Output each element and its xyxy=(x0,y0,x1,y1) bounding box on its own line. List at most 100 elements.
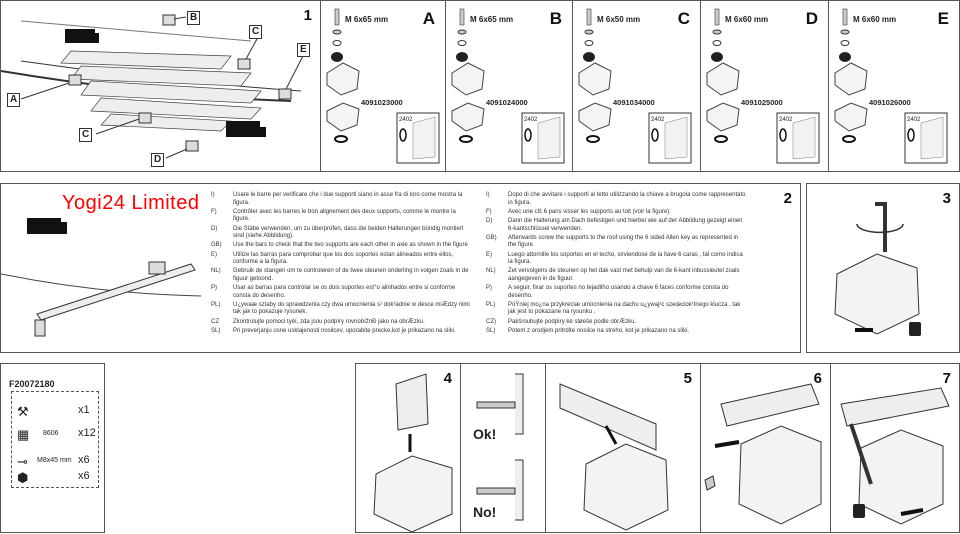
step-number: 1 xyxy=(303,7,312,24)
roof-overview-illustration xyxy=(1,14,304,159)
instruction-row: E)Luego attornille los soportes en el te… xyxy=(486,252,748,267)
instruction-row: CZ)Pakšroubujte podpìry ke støeše podle … xyxy=(486,319,748,327)
bolt-icon: ⊸ xyxy=(17,454,28,469)
foot-parts-illustration xyxy=(451,8,565,164)
ref-number: 2402 xyxy=(399,117,413,123)
instruction-row: E)Utilize las barras para comprobar que … xyxy=(211,252,473,267)
variant-panel-c: C M 6x50 mm 4091034000 2402 xyxy=(572,0,701,172)
foot-parts-illustration xyxy=(834,8,948,164)
kit-item-quantity: x1 xyxy=(78,404,90,416)
instruction-row: PL) U¿ywaæ sztaby do sprawdzenia czy dwa … xyxy=(211,302,473,317)
instruction-row: F)Contrôler avec les barres le bon align… xyxy=(211,209,473,224)
part-number: 4091023000 xyxy=(361,98,403,107)
language-code: NL) xyxy=(486,268,496,275)
instruction-row: I) Dopo di che avvitare i supporti al tet… xyxy=(486,192,748,207)
ref-number: 2402 xyxy=(907,117,921,123)
foot-parts-illustration xyxy=(326,8,440,164)
variant-letter: A xyxy=(422,9,435,28)
nut-icon: ⬢ xyxy=(17,470,29,485)
instruction-text: Gebruik de stangen om te controleren of … xyxy=(233,268,469,282)
language-code: I) xyxy=(211,192,215,198)
language-code: PL) xyxy=(211,301,221,308)
step-number: 5 xyxy=(683,370,692,387)
instruction-row: D) Dann die Halterung am Dach befestigen … xyxy=(486,218,748,233)
bolt-insertion-illustration xyxy=(704,383,822,525)
step-4-panel: 4 xyxy=(355,363,461,533)
step-number: 7 xyxy=(942,370,951,387)
kit-item-quantity: x12 xyxy=(78,427,96,439)
kit-contents-box xyxy=(11,391,99,488)
kit-code: F20072180 xyxy=(9,379,55,389)
instruction-text: Potem z orodjem pritrdite nosilce na str… xyxy=(508,327,690,334)
clip-icon: ▦ xyxy=(17,427,30,442)
instruction-row: NL) Gebruik de stangen om te controleren … xyxy=(211,268,473,283)
instruction-row: D)Die Stäbe verwenden, um zu überprüfen,… xyxy=(211,226,473,241)
kit-item-label: M8x45 mm xyxy=(37,457,72,464)
ref-number: 2402 xyxy=(779,117,793,123)
language-code: P) xyxy=(211,285,217,292)
language-code: P) xyxy=(486,285,492,292)
callout-a: A xyxy=(7,93,21,107)
instruction-text: Dopo di che avvitare i supporti al tetto… xyxy=(508,192,746,206)
allen-key-tightening-illustration xyxy=(834,202,921,336)
bolt-size-label: M 6x50 mm xyxy=(597,15,641,24)
clip-insertion-illustration xyxy=(373,373,453,533)
variant-letter: E xyxy=(937,9,949,28)
language-code: NL) xyxy=(211,268,221,275)
bolt-size-label: M 6x60 mm xyxy=(853,15,897,24)
step-1-panel: 1 A B C C D E xyxy=(0,0,321,172)
ref-number: 2402 xyxy=(524,117,538,123)
instruction-row: P)A seguir, fixar os suportes no tejadil… xyxy=(486,285,748,300)
variant-letter: B xyxy=(549,9,562,28)
callout-b: B xyxy=(187,11,201,25)
instruction-text: Zet vervolgens de steunen op het dak vas… xyxy=(508,268,740,282)
step-number: 6 xyxy=(813,370,822,387)
variant-panel-d: D M 6x60 mm 4091025000 2402 xyxy=(700,0,829,172)
step-3-panel: 3 xyxy=(806,183,960,353)
step-7-panel: 7 xyxy=(830,363,960,533)
part-number: 4091024000 xyxy=(486,98,528,107)
callout-e: E xyxy=(297,43,310,57)
final-tightening-illustration xyxy=(840,387,950,525)
instruction-row: SL)Pri preverjanju osne usklajenosti nos… xyxy=(211,328,473,336)
language-code: GB) xyxy=(486,234,497,241)
bar-mounting-illustration xyxy=(559,383,669,531)
instruction-row: P) Usar as barras para controlar se os do… xyxy=(211,285,473,300)
instruction-text: Usar as barras para controlar se os dois… xyxy=(233,285,456,299)
language-code: D) xyxy=(486,217,493,224)
ok-label: Ok! xyxy=(473,426,497,442)
wrench-icon: ⚒ xyxy=(17,404,29,419)
language-code: I) xyxy=(486,192,490,198)
instructions-left: I)Usare le barre per verificare che i du… xyxy=(211,192,473,337)
language-code: PL) xyxy=(486,301,496,308)
language-code: D) xyxy=(211,225,218,232)
step-number: 2 xyxy=(783,190,792,207)
bolt-size-label: M 6x60 mm xyxy=(725,15,769,24)
part-number: 4091025000 xyxy=(741,98,783,107)
variant-panel-e: E M 6x60 mm 4091026000 2402 xyxy=(828,0,960,172)
kit-item-quantity: x6 xyxy=(78,454,90,466)
step-number: 4 xyxy=(443,370,452,387)
instruction-row: PL)PóŸniej mo¿na przykreciæ umocnienia n… xyxy=(486,302,748,317)
language-code: E) xyxy=(211,251,217,258)
instruction-text: Dann die Halterung am Dach befestigen un… xyxy=(508,217,743,232)
instruction-text: Luego attornille los soportes en el tech… xyxy=(508,251,743,266)
instruction-text: Zkontrolujte pomoci tyèí, zda jsou podpì… xyxy=(233,318,425,325)
variant-letter: D xyxy=(805,9,818,28)
bolt-size-label: M 6x65 mm xyxy=(345,15,389,24)
foot-parts-illustration xyxy=(706,8,820,164)
language-code: GB) xyxy=(211,242,222,249)
instruction-text: Pakšroubujte podpìry ke støeše podle obr… xyxy=(508,318,637,325)
variant-letter: C xyxy=(677,9,690,28)
step-6-panel: 6 xyxy=(700,363,831,533)
variant-panel-b: B M 6x65 mm 4091024000 2402 xyxy=(445,0,573,172)
instruction-text: Pri preverjanju osne usklajenosti nosilc… xyxy=(233,327,456,334)
instruction-text: U¿ywaæ sztaby do sprawdzenia czy dwa umo… xyxy=(233,301,470,316)
kit-item-label: 8606 xyxy=(43,430,59,437)
instruction-row: GB)Afterwards screw the supports to the … xyxy=(486,235,748,250)
ok-no-panel: Ok! No! xyxy=(460,363,546,533)
bar-alignment-illustration xyxy=(1,218,201,337)
instruction-row: F)Avec une clš 6 pans visser les support… xyxy=(486,209,748,217)
instruction-text: Contrôler avec les barres le bon alignem… xyxy=(233,208,456,223)
